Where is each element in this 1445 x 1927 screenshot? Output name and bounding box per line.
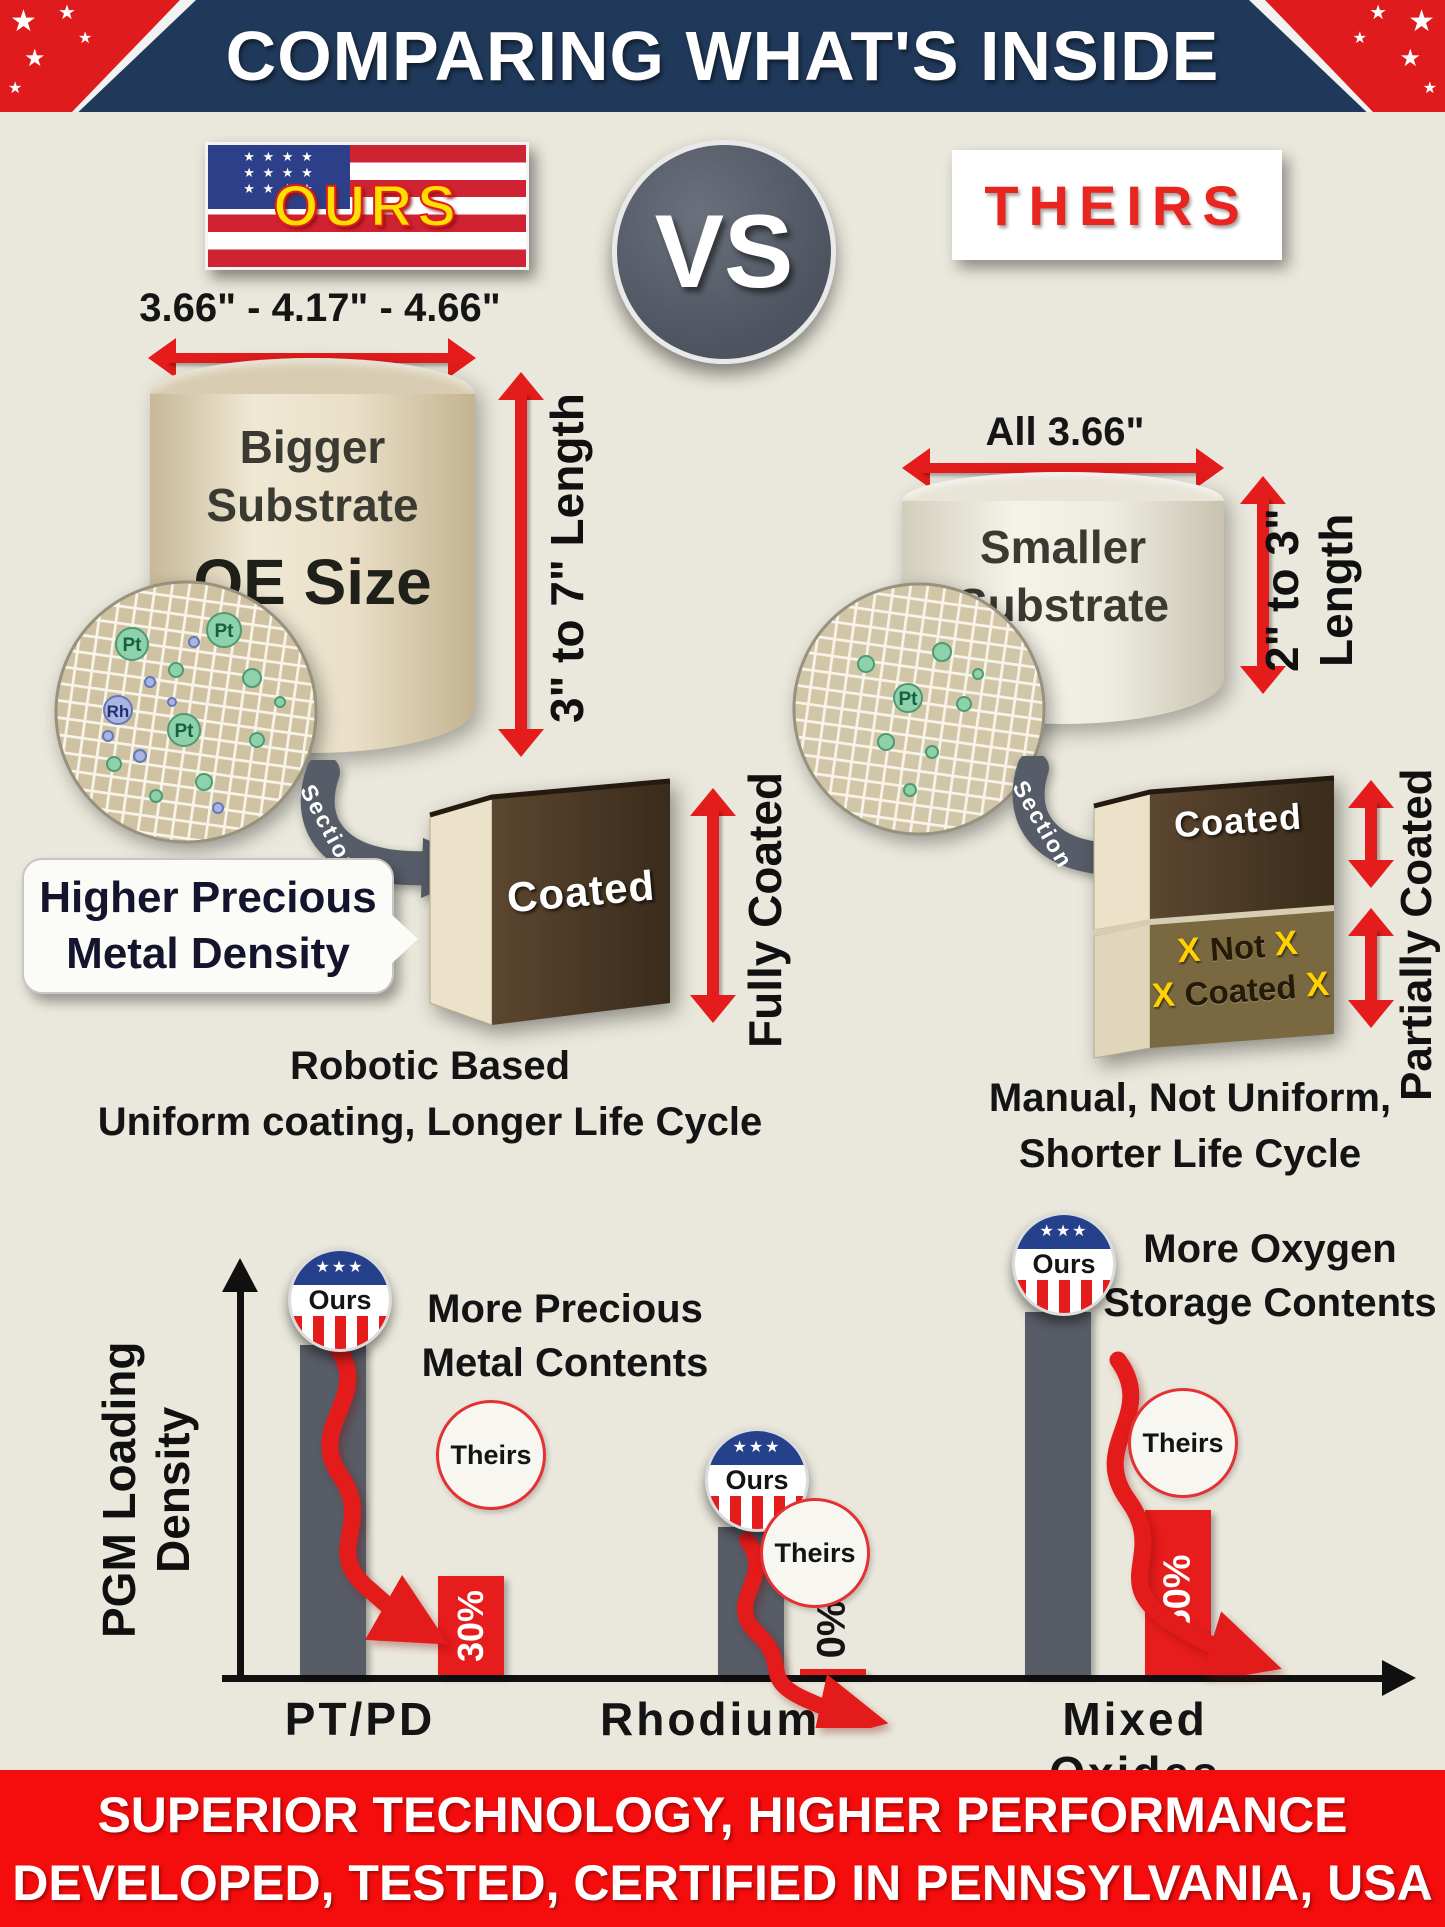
- not-coated-word2: Coated: [1183, 967, 1298, 1013]
- header-banner: ★ ★ ★ ★ ★ ★ ★ ★ ★ ★ COMPARING WHAT'S INS…: [0, 0, 1445, 112]
- rh-particle-label: Rh: [107, 702, 130, 721]
- partially-coated-arrow-bottom: [1348, 908, 1394, 1028]
- fully-coated-label: Fully Coated: [739, 771, 791, 1049]
- footer-line1: SUPERIOR TECHNOLOGY, HIGHER PERFORMANCE: [97, 1786, 1348, 1843]
- pt-particle-label: Pt: [175, 721, 195, 742]
- theirs-substrate-line1: Smaller: [979, 521, 1147, 573]
- theirs-diameter-arrow: [902, 448, 1224, 488]
- partially-coated-arrow-top: [1348, 780, 1394, 888]
- ours-caption-line2: Uniform coating, Longer Life Cycle: [97, 1100, 763, 1144]
- theirs-circle-ptpd: Theirs: [436, 1400, 546, 1510]
- theirs-caption: Manual, Not Uniform, Shorter Life Cycle: [950, 1070, 1430, 1182]
- not-coated-word1: Not: [1208, 926, 1267, 968]
- x-mark-icon: X: [1273, 923, 1299, 964]
- pt-particle-label: Pt: [215, 621, 235, 642]
- star-icon: ★: [1399, 45, 1421, 72]
- star-icon: ★: [24, 45, 46, 72]
- ours-badge-ptpd: ★★★ Ours: [288, 1248, 392, 1352]
- ours-caption-line1: Robotic Based: [289, 1044, 571, 1088]
- theirs-diameter-label: All 3.66": [985, 410, 1145, 454]
- partially-coated-label: Partially Coated: [1392, 768, 1441, 1102]
- footer-line2: DEVELOPED, TESTED, CERTIFIED IN PENNSYLV…: [12, 1854, 1433, 1911]
- flag-canton: ★ ★ ★ ★ ★ ★ ★ ★ ★ ★ ★ ★: [208, 145, 350, 209]
- ours-length-arrow: [498, 372, 544, 757]
- star-icon: ★: [1408, 5, 1435, 38]
- badge-ours-label: Ours: [1032, 1248, 1096, 1279]
- category-rhodium: Rhodium: [600, 1693, 821, 1745]
- decline-arrow-ptpd: [321, 1336, 449, 1645]
- ours-length-label: 3" to 7" Length: [541, 393, 593, 723]
- ours-caption: Robotic Based Uniform coating, Longer Li…: [90, 1038, 770, 1150]
- footer-banner: SUPERIOR TECHNOLOGY, HIGHER PERFORMANCE …: [0, 1770, 1445, 1927]
- vs-label: VS: [654, 193, 794, 310]
- badge-stars: ★★★: [708, 1431, 806, 1466]
- star-icon: ★: [1422, 80, 1437, 97]
- theirs-coated-block: [1093, 775, 1335, 1059]
- ours-label: OURS: [272, 173, 461, 240]
- category-ptpd: PT/PD: [284, 1693, 436, 1745]
- ours-substrate-line1: Bigger: [239, 421, 386, 473]
- star-icon: ★: [1352, 30, 1367, 47]
- flag-stars-row: ★ ★ ★ ★: [243, 149, 315, 164]
- ours-coated-block: [429, 778, 671, 1026]
- theirs-circle-rhodium: Theirs: [760, 1498, 870, 1608]
- pt-particle-label: Pt: [123, 635, 143, 656]
- badge-stripes: [1015, 1279, 1113, 1313]
- theirs-length-label: 2" to 3" Length: [1256, 508, 1362, 672]
- decline-arrow-rhodium: [736, 1532, 889, 1728]
- bar-theirs-ptpd: [438, 1576, 504, 1675]
- bar-ours-mixed-oxides: [1025, 1312, 1091, 1675]
- theirs-washcoat-zoom: Pt: [792, 582, 1046, 836]
- callout-line2: Metal Density: [66, 929, 350, 978]
- pt-particle-label: Pt: [899, 689, 919, 710]
- theirs-circle-mixed: Theirs: [1128, 1388, 1238, 1498]
- ours-flag-banner: ★ ★ ★ ★ ★ ★ ★ ★ ★ ★ ★ ★ OURS: [205, 142, 529, 270]
- badge-ours-label: Ours: [308, 1284, 372, 1315]
- star-icon: ★: [8, 80, 23, 97]
- precious-metal-density-callout: Higher Precious Metal Density: [22, 858, 418, 994]
- theirs-particles: Pt: [857, 642, 984, 797]
- theirs-banner: THEIRS: [952, 150, 1282, 260]
- annotation-oxygen-storage: More Oxygen Storage Contents: [1103, 1227, 1437, 1325]
- decline-arrow-mixed: [1106, 1351, 1282, 1675]
- page-title: COMPARING WHAT'S INSIDE: [225, 17, 1220, 95]
- badge-ours-label: Ours: [725, 1464, 789, 1495]
- star-icon: ★: [58, 2, 76, 24]
- ours-washcoat-zoom: Pt Pt Rh Pt: [54, 580, 318, 844]
- star-icon: ★: [78, 30, 93, 47]
- star-icon: ★: [1369, 2, 1387, 24]
- chart-y-axis: [237, 1290, 244, 1682]
- flag-stars-row: ★ ★ ★ ★: [243, 181, 315, 196]
- annotation-precious-metal: More Precious Metal Contents: [421, 1287, 709, 1385]
- callout-line1: Higher Precious: [39, 873, 377, 922]
- x-mark-icon: X: [1176, 930, 1202, 971]
- vs-badge: VS: [612, 140, 836, 364]
- chart-y-axis-label: PGM Loading Density: [93, 1341, 199, 1639]
- theirs-length-arrow: [1240, 476, 1286, 694]
- theirs-label: THEIRS: [984, 173, 1250, 237]
- ours-particles: Pt Pt Rh Pt: [102, 612, 286, 814]
- theirs-caption-line1: Manual, Not Uniform,: [988, 1076, 1392, 1120]
- ours-badge-mixed: ★★★ Ours: [1012, 1212, 1116, 1316]
- star-icon: ★: [10, 5, 37, 38]
- bar-theirs-rhodium: [800, 1669, 866, 1675]
- fully-coated-arrow: [690, 788, 736, 1023]
- flag-stars-row: ★ ★ ★ ★: [243, 165, 315, 180]
- x-mark-icon: X: [1150, 975, 1177, 1016]
- theirs-not-coated-area: X Not X X Coated X: [1147, 922, 1330, 1016]
- badge-stars: ★★★: [1015, 1215, 1113, 1250]
- badge-stars: ★★★: [291, 1251, 389, 1286]
- x-mark-icon: X: [1304, 964, 1331, 1005]
- theirs-caption-line2: Shorter Life Cycle: [1018, 1132, 1362, 1176]
- x-axis-arrowhead: [1382, 1660, 1416, 1696]
- y-axis-arrowhead: [222, 1258, 258, 1292]
- ours-substrate-line2: Substrate: [206, 479, 419, 531]
- chart-x-axis: [222, 1675, 1382, 1682]
- ours-diameter-label: 3.66" - 4.17" - 4.66": [139, 286, 501, 330]
